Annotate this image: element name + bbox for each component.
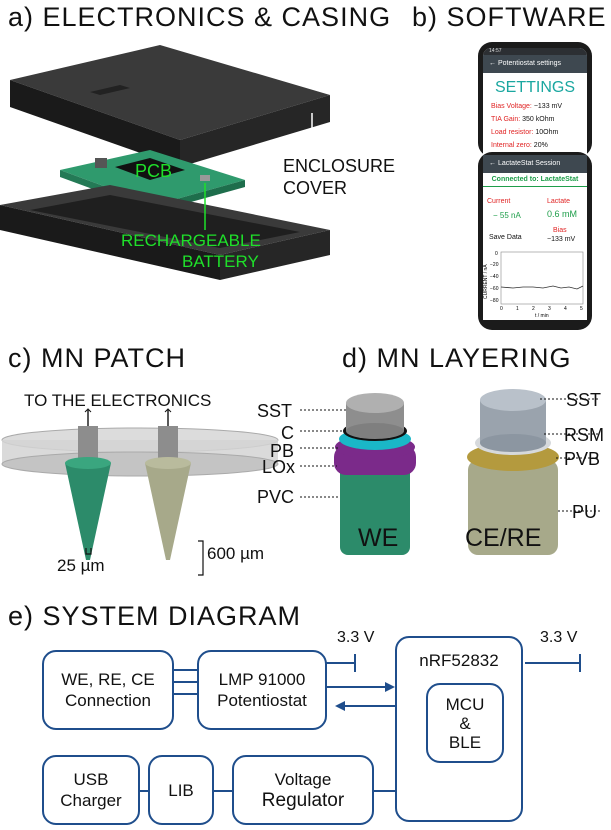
plot-ylabel: CURRENT / nA (483, 264, 489, 299)
layer-label-pb: PB (270, 441, 295, 461)
layer-label-pu: PU (572, 502, 598, 522)
bias-value: −133 mV (547, 236, 576, 243)
layer-label-sst-right: SST (566, 390, 602, 410)
battery-label-1: RECHARGEABLE (121, 231, 261, 250)
status-bar: 14:57 (483, 48, 587, 55)
mn-layering-illustration (300, 389, 600, 555)
layer-label-pvc: PVC (257, 487, 295, 507)
xtick-1: 1 (516, 306, 519, 312)
xtick-0: 0 (500, 306, 503, 312)
phone-session: ← LactateStat Session Connected to: Lact… (478, 152, 592, 330)
panel-e-title: e) SYSTEM DIAGRAM (8, 601, 302, 631)
mcu-line-2: & (459, 713, 471, 733)
connection-line-2: Connection (64, 691, 151, 710)
cere-label: CE/RE (465, 524, 542, 552)
ytick-4: −80 (490, 298, 499, 304)
voltage-label-2: 3.3 V (540, 629, 578, 646)
connection-box: WE, RE, CE Connection (42, 650, 174, 730)
xtick-5: 5 (580, 306, 583, 312)
usb-line-2: Charger (60, 791, 122, 810)
potentiostat-line-1: LMP 91000 (218, 670, 306, 689)
we-label: WE (358, 524, 399, 552)
save-data-button[interactable]: Save Data (489, 234, 522, 241)
casing-illustration (0, 45, 330, 280)
app-bar-session: ← LactateStat Session (483, 155, 587, 173)
xtick-4: 4 (564, 306, 567, 312)
mcu-line-1: MCU (445, 694, 485, 714)
ytick-2: −40 (490, 274, 499, 280)
back-arrow-icon[interactable]: ← (489, 60, 496, 67)
mcu-ble-box: MCU&BLE (426, 683, 504, 763)
to-electronics-label: TO THE ELECTRONICS (24, 391, 212, 410)
layer-label-lox: LOx (262, 457, 296, 477)
height-label: 600 µm (207, 544, 265, 563)
enclosure-cover-side-left (10, 80, 180, 167)
layer-label-pvb: PVB (564, 449, 601, 469)
session-current-plot: CURRENT / nA 0 −20 −40 −60 −80 0 1 2 3 4… (483, 251, 584, 319)
regulator-line-2: Regulator (261, 790, 345, 811)
connection-status: Connected to: LactateStat (483, 173, 587, 187)
enclosure-cover-top (10, 45, 330, 140)
current-label: Current (487, 198, 511, 205)
lactate-value: 0.6 mM (547, 209, 578, 219)
potentiostat-line-2: Potentiostat (217, 691, 307, 710)
xtick-3: 3 (548, 306, 551, 312)
panel-c-title: c) MN PATCH (8, 343, 186, 373)
settings-row-zero: Internal zero: 20% (491, 142, 548, 149)
voltage-label-1: 3.3 V (337, 629, 375, 646)
pcb-label: PCB (135, 161, 173, 181)
enclosure-base-front (220, 230, 330, 280)
lactate-label: Lactate (547, 198, 570, 205)
enclosure-cover-side-front (180, 95, 330, 167)
panel-d-title: d) MN LAYERING (342, 343, 572, 373)
cere-needle (145, 463, 191, 560)
settings-row-gain: TIA Gain: 350 kOhm (491, 116, 555, 123)
enclosure-base-left (0, 205, 220, 280)
app-bar-settings: ← Potentiostat settings (483, 55, 587, 73)
usb-charger-box: USB Charger (42, 755, 140, 825)
bias-label: Bias (553, 227, 567, 234)
battery-label-2: BATTERY (182, 252, 259, 271)
panel-b-title: b) SOFTWARE (412, 2, 607, 32)
connection-line-1: WE, RE, CE (61, 670, 155, 689)
regulator-line-1: Voltage (274, 770, 332, 789)
layer-label-rsm: RSM (564, 425, 604, 445)
nrf52832-label: nRF52832 (419, 651, 499, 670)
plot-xlabel: t / min (535, 313, 549, 319)
mcu-line-3: BLE (448, 732, 482, 752)
we-needle (65, 463, 111, 560)
settings-row-load: Load resistor: 10Ohm (491, 129, 559, 136)
settings-heading: SETTINGS (494, 79, 575, 96)
layer-label-c: C (281, 423, 294, 443)
ytick-3: −60 (490, 286, 499, 292)
layer-label-sst-left: SST (257, 401, 293, 421)
tip-label: 25 µm (57, 556, 105, 575)
panel-a-title: a) ELECTRONICS & CASING (8, 2, 392, 32)
xtick-2: 2 (532, 306, 535, 312)
current-value: − 55 nA (493, 211, 521, 220)
usb-line-1: USB (73, 770, 109, 789)
lib-box: LIB (148, 755, 214, 825)
mn-patch-illustration (1, 408, 279, 576)
current-trace (500, 285, 584, 290)
settings-row-bias: Bias Voltage: −133 mV (491, 103, 563, 110)
back-arrow-icon[interactable]: ← (489, 160, 496, 167)
enclosure-label-1: ENCLOSURE (283, 156, 396, 176)
pcb-chip (115, 158, 185, 180)
ytick-1: −20 (490, 262, 499, 268)
lib-label: LIB (168, 780, 194, 800)
enclosure-label-2: COVER (283, 178, 348, 198)
ytick-0: 0 (495, 251, 498, 257)
phone-settings: 14:57 ← Potentiostat settings SETTINGS B… (478, 42, 592, 157)
